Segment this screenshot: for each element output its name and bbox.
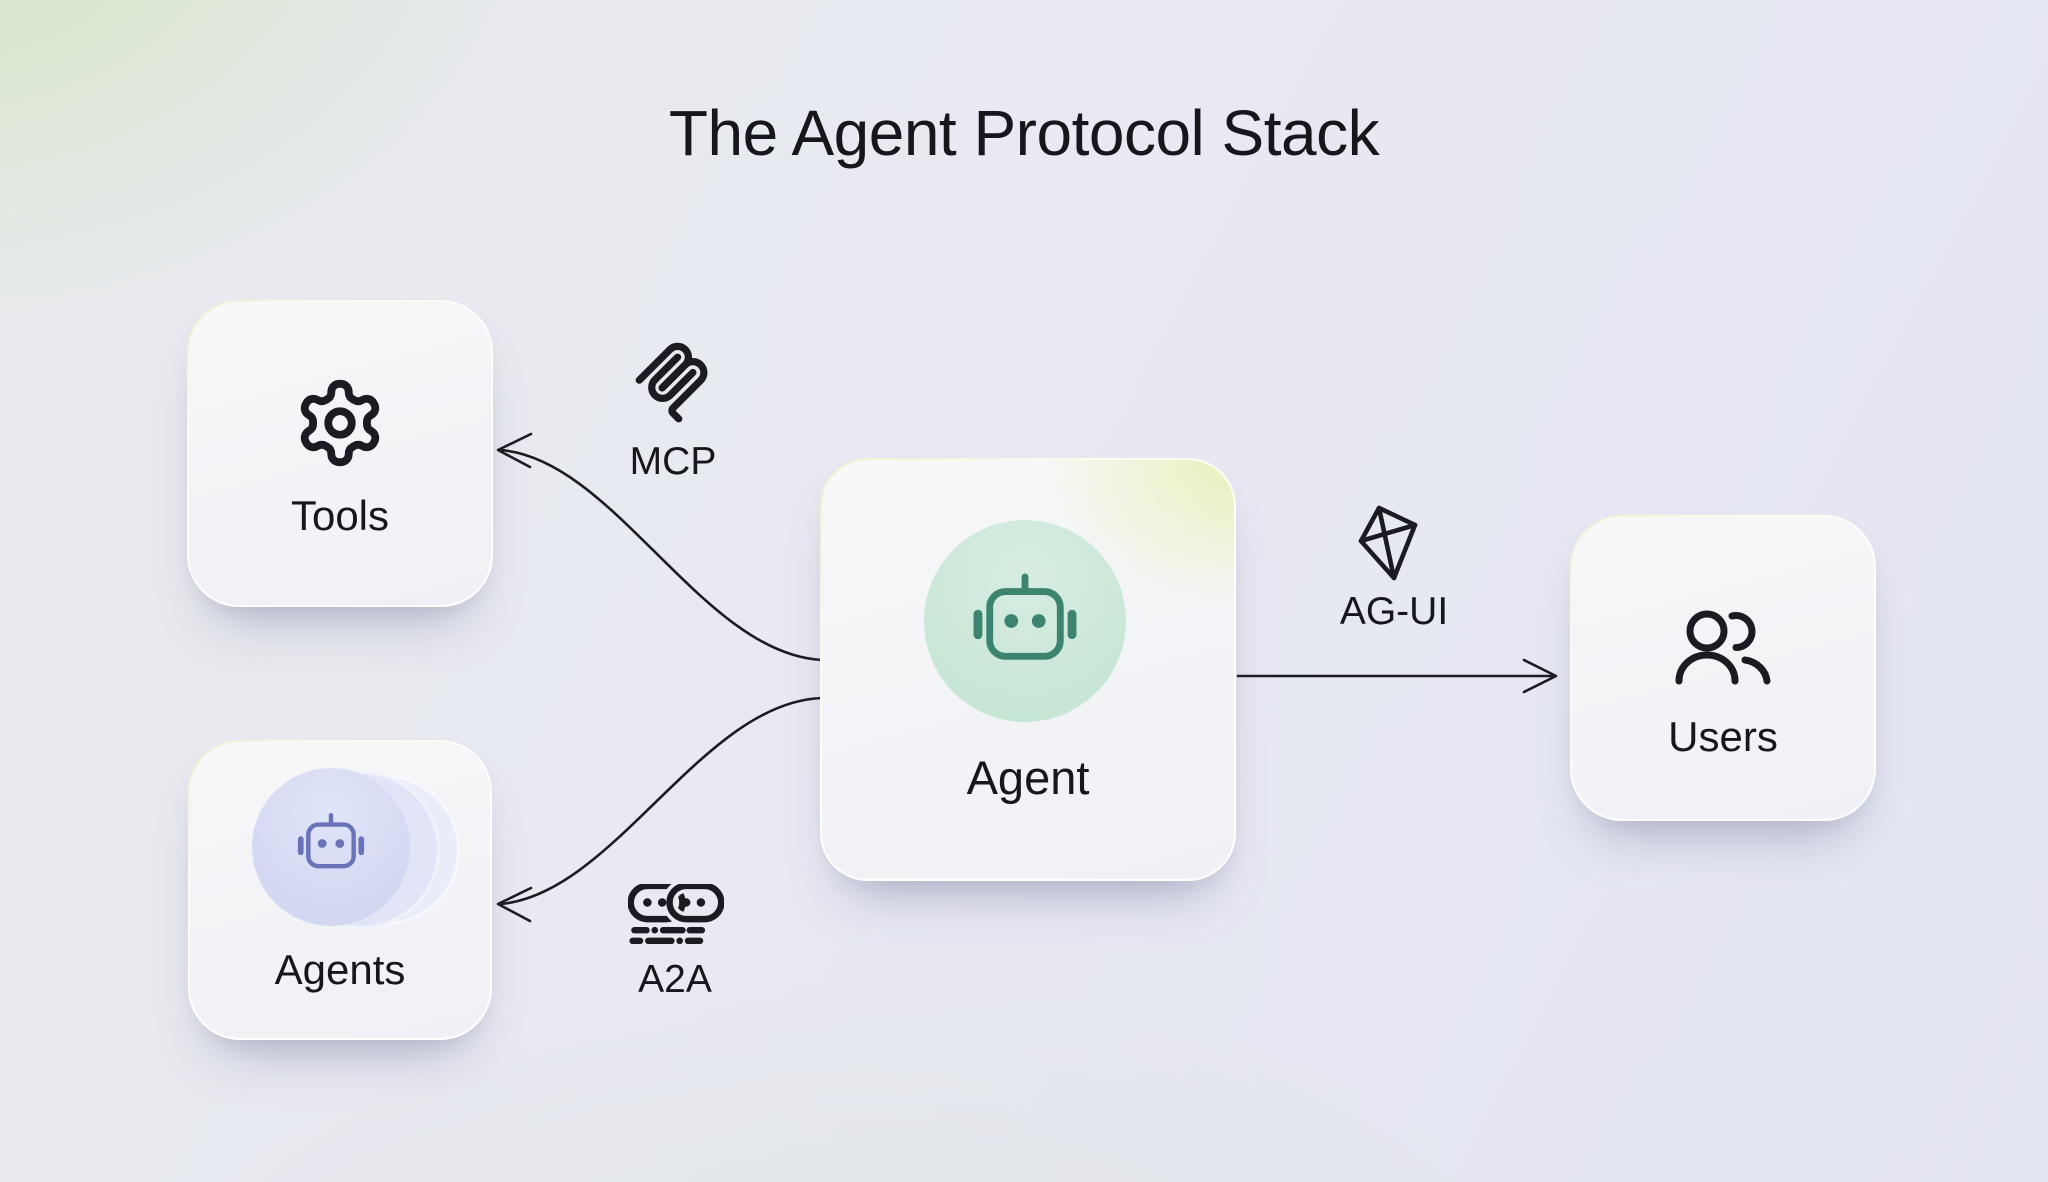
agent-icon-circle: [924, 520, 1126, 722]
a2a-arrow-curve: [498, 696, 824, 906]
a2a-logo-icon: [628, 884, 724, 945]
users-node-card: Users: [1570, 515, 1876, 821]
gear-icon: [300, 379, 380, 467]
robot-icon: [297, 812, 365, 869]
a2a-protocol-label: A2A: [638, 958, 712, 1001]
agui-protocol-label: AG-UI: [1339, 590, 1449, 633]
tools-label: Tools: [290, 492, 390, 539]
agent-node-card: Agent: [820, 458, 1236, 881]
a2a-arrowhead: [496, 886, 533, 923]
page-title: The Agent Protocol Stack: [668, 97, 1380, 169]
kite-icon: [1358, 505, 1418, 581]
robot-icon: [973, 573, 1077, 660]
agui-arrowhead: [1522, 658, 1558, 694]
agents-node-card: Agents: [188, 740, 492, 1040]
mcp-arrowhead: [496, 432, 533, 469]
users-label: Users: [1668, 713, 1778, 760]
stack-circle-front: [252, 768, 410, 926]
mcp-protocol-label: MCP: [629, 440, 717, 483]
tools-node-card: Tools: [187, 300, 493, 607]
mcp-logo-icon: [635, 342, 708, 423]
agents-circle-stack: [252, 768, 464, 929]
agents-label: Agents: [274, 946, 406, 993]
users-icon: [1675, 610, 1771, 685]
mcp-arrow-curve: [498, 448, 824, 662]
agent-label: Agent: [966, 751, 1090, 804]
